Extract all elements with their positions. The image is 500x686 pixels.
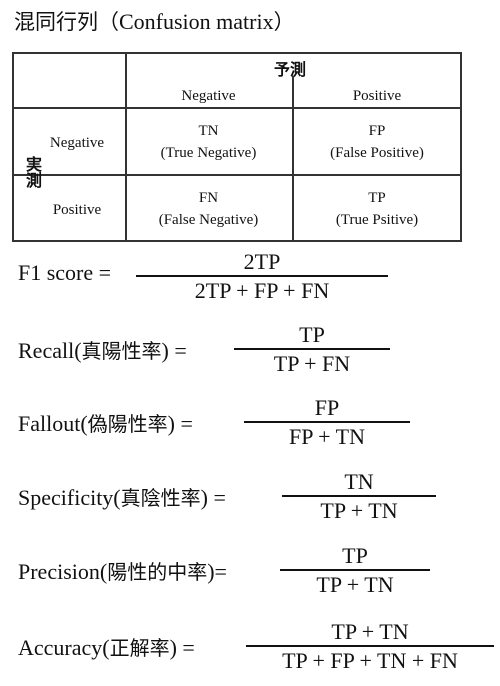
formula-suffix: ) = [167, 411, 193, 436]
formula-label: Precision(陽性的中率)= [18, 556, 227, 585]
title-latin: Confusion matrix [119, 9, 274, 34]
cell-fn-full: (False Negative) [158, 212, 259, 228]
confusion-matrix-table: 予測 実測 Negative Positive Negative Positiv… [12, 52, 462, 242]
fraction-bar [234, 348, 390, 350]
formula-cjk: 偽陽性率 [87, 412, 168, 436]
title-cjk: 混同行列（ [14, 10, 119, 34]
fraction-bar [244, 421, 410, 423]
fraction-bar [282, 495, 436, 497]
formula-precision: Precision(陽性的中率)= TP TP + TN [18, 543, 488, 600]
fraction: 2TP 2TP + FP + FN [136, 249, 388, 306]
numerator: TN [344, 469, 374, 494]
fraction-bar [136, 275, 388, 277]
formula-cjk: 真陰性率 [120, 486, 201, 510]
formula-suffix: ) = [169, 635, 195, 660]
predicted-header: 予測 [274, 60, 307, 79]
numerator: FP [314, 395, 340, 420]
cell-tn-abbr: TN [198, 123, 219, 139]
numerator: TP [299, 322, 325, 347]
cell-fn: FN (False Negative) [125, 187, 292, 231]
formula-label: Specificity(真陰性率) = [18, 482, 226, 511]
denominator: FP + TN [289, 424, 365, 449]
formula-name: Specificity( [18, 485, 121, 510]
formula-name: F1 score [18, 260, 94, 285]
fraction: FP FP + TN [244, 395, 410, 452]
actual-header: 実測 [23, 156, 42, 188]
formula-recall: Recall(真陽性率) = TP TP + FN [18, 322, 488, 379]
cell-tp-full: (True Psitive) [335, 212, 419, 228]
col-header-negative: Negative [181, 88, 236, 104]
numerator: TP [342, 543, 368, 568]
denominator: TP + TN [316, 572, 394, 597]
fraction-bar [280, 569, 430, 571]
cell-tn-full: (True Negative) [160, 145, 257, 161]
numerator: TP + TN [331, 619, 409, 644]
formula-name: Precision( [18, 559, 108, 584]
formula-suffix: = [93, 260, 112, 285]
fraction-bar [246, 645, 494, 647]
numerator: 2TP [243, 249, 281, 274]
formula-suffix: )= [207, 559, 227, 584]
denominator: TP + TN [320, 498, 398, 523]
formula-label: F1 score = [18, 260, 111, 286]
denominator: TP + FN [273, 351, 351, 376]
formula-f1-score: F1 score = 2TP 2TP + FP + FN [18, 249, 488, 306]
formula-label: Fallout(偽陽性率) = [18, 408, 193, 437]
formula-cjk: 真陽性率 [81, 339, 162, 363]
page-title: 混同行列（Confusion matrix） [14, 6, 295, 36]
title-close: ） [273, 10, 295, 34]
formula-suffix: ) = [200, 485, 226, 510]
formula-fallout: Fallout(偽陽性率) = FP FP + TN [18, 395, 488, 452]
formula-label: Accuracy(正解率) = [18, 632, 195, 661]
row-header-negative: Negative [49, 135, 105, 151]
fraction: TN TP + TN [282, 469, 436, 526]
cell-fn-abbr: FN [198, 190, 219, 206]
formula-accuracy: Accuracy(正解率) = TP + TN TP + FP + TN + F… [18, 619, 496, 676]
denominator: TP + FP + TN + FN [282, 648, 458, 673]
cell-fp-abbr: FP [368, 123, 386, 139]
formula-name: Recall( [18, 338, 82, 363]
col-header-positive: Positive [352, 88, 402, 104]
formula-label: Recall(真陽性率) = [18, 335, 187, 364]
denominator: 2TP + FP + FN [194, 278, 330, 303]
cell-fp-full: (False Positive) [330, 145, 424, 161]
fraction: TP TP + TN [280, 543, 430, 600]
formula-name: Accuracy( [18, 635, 110, 660]
formula-cjk: 陽性的中率 [107, 560, 208, 584]
formula-name: Fallout( [18, 411, 88, 436]
formula-specificity: Specificity(真陰性率) = TN TP + TN [18, 469, 488, 526]
formula-cjk: 正解率 [109, 636, 170, 660]
formula-suffix: ) = [161, 338, 187, 363]
cell-tn: TN (True Negative) [125, 120, 292, 164]
cell-fp: FP (False Positive) [293, 120, 461, 164]
cell-tp-abbr: TP [368, 190, 386, 206]
fraction: TP TP + FN [234, 322, 390, 379]
row-header-positive: Positive [52, 202, 102, 218]
cell-tp: TP (True Psitive) [293, 187, 461, 231]
fraction: TP + TN TP + FP + TN + FN [246, 619, 494, 676]
